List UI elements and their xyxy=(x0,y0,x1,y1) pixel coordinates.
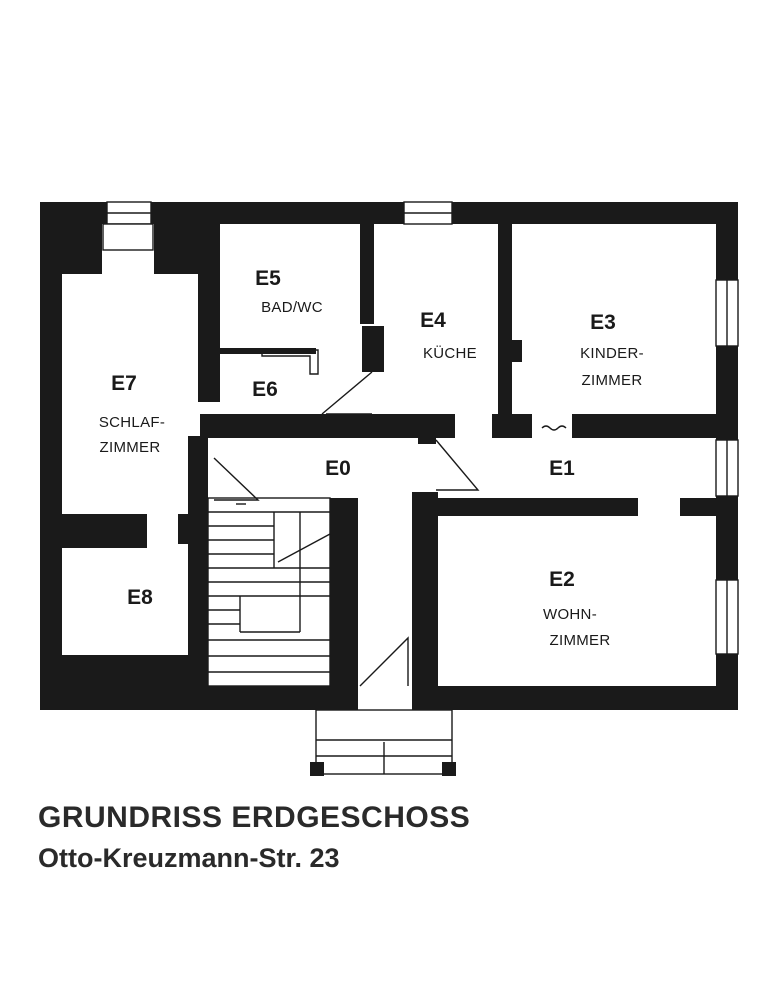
interior-walls xyxy=(62,224,716,710)
room-e7-label-2: ZIMMER xyxy=(100,439,161,456)
room-e4: E4 KÜCHE xyxy=(420,309,477,362)
entrance-steps xyxy=(310,709,456,776)
room-e0: E0 xyxy=(325,457,351,480)
room-e0-code: E0 xyxy=(325,457,351,480)
room-e7-code: E7 xyxy=(111,372,137,395)
room-e8-code: E8 xyxy=(127,586,153,609)
room-e2-label-1: WOHN- xyxy=(543,606,597,623)
plan-address: Otto-Kreuzmann-Str. 23 xyxy=(38,843,340,873)
room-e2: E2 WOHN- ZIMMER xyxy=(543,568,610,649)
room-e7: E7 SCHLAF- ZIMMER xyxy=(99,372,165,456)
room-e5-code: E5 xyxy=(255,267,281,290)
outer-walls xyxy=(40,202,738,710)
room-e6: E6 xyxy=(252,378,278,401)
room-e4-label: KÜCHE xyxy=(423,344,477,362)
room-e4-code: E4 xyxy=(420,309,446,332)
room-e3-label-2: ZIMMER xyxy=(582,372,643,389)
room-e7-label-1: SCHLAF- xyxy=(99,414,165,431)
floor-plan: E0 E1 E2 WOHN- ZIMMER E3 KINDER- ZIMMER … xyxy=(40,201,739,776)
windows xyxy=(102,201,739,655)
room-e8: E8 xyxy=(127,586,153,609)
room-e5-label: BAD/WC xyxy=(261,299,323,316)
room-e1: E1 xyxy=(549,457,575,480)
room-e3-label-1: KINDER- xyxy=(580,345,644,362)
plan-title: GRUNDRISS ERDGESCHOSS xyxy=(38,801,471,834)
doors xyxy=(213,349,567,687)
room-e6-code: E6 xyxy=(252,378,278,401)
room-e3-code: E3 xyxy=(590,311,616,334)
room-e3: E3 KINDER- ZIMMER xyxy=(580,311,644,389)
room-e2-code: E2 xyxy=(549,568,575,591)
room-e5: E5 BAD/WC xyxy=(255,267,323,316)
room-e2-label-2: ZIMMER xyxy=(550,632,611,649)
staircase xyxy=(207,497,331,687)
plan-caption: GRUNDRISS ERDGESCHOSS Otto-Kreuzmann-Str… xyxy=(38,798,470,878)
room-e1-code: E1 xyxy=(549,457,575,480)
